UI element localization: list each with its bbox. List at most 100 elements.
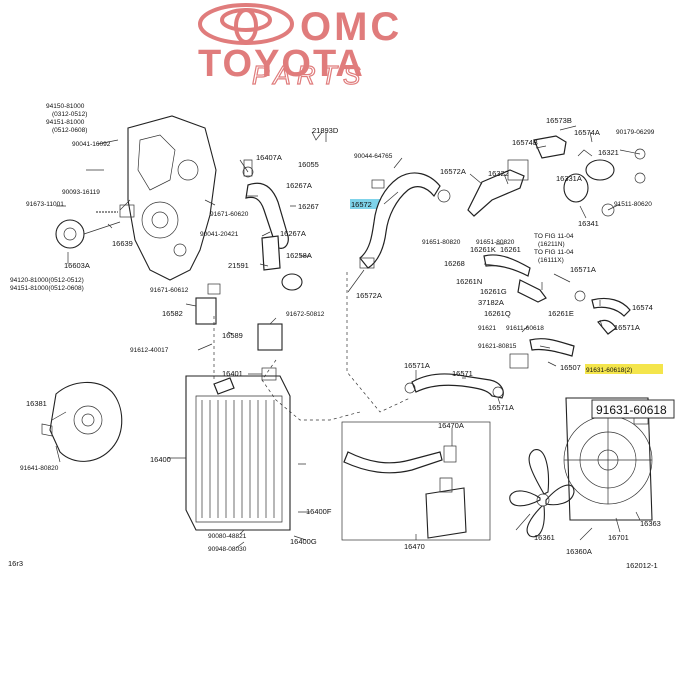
label-16507: 16507 <box>560 363 581 372</box>
label-90041b: 90041-20421 <box>200 231 239 238</box>
label-16360A: 16360A <box>566 547 592 556</box>
heater-hoses <box>483 254 631 369</box>
label-94120: 94120-81000(0512-0512) <box>10 277 84 284</box>
label-16381: 16381 <box>26 399 47 408</box>
bracket-16582 <box>195 297 217 325</box>
label-16267Ab: 16267A <box>280 229 306 238</box>
label-91672: 91672-50812 <box>286 311 325 318</box>
label-16261E: 16261E <box>548 309 574 318</box>
label-91651: 91651-80820 <box>422 239 461 246</box>
label-90041: 90041-16092 <box>72 141 111 148</box>
logo-subtitle: PARTS <box>252 60 366 90</box>
label-16574B: 16574B <box>512 138 538 147</box>
label-16322: 16322 <box>488 169 509 178</box>
label-90179: 90179-06299 <box>616 129 655 136</box>
label-16572A: 16572A <box>356 291 382 300</box>
label-16261Q: 16261Q <box>484 309 511 318</box>
label-16400: 16400 <box>150 455 171 464</box>
label-16268: 16268 <box>444 259 465 268</box>
label-94151a: (0512-0608) <box>52 127 87 134</box>
label-16572: 16572 <box>351 200 372 209</box>
timing-cover-drawing <box>119 115 217 281</box>
label-16261K: 16261K <box>470 245 496 254</box>
label-16571Ab: 16571A <box>614 323 640 332</box>
label-16055: 16055 <box>298 160 319 169</box>
label-16400G: 16400G <box>290 537 317 546</box>
label-16321: 16321 <box>598 148 619 157</box>
label-16363: 16363 <box>640 519 661 528</box>
bracket-mount <box>257 323 283 351</box>
label-16571Ad: 16571A <box>488 403 514 412</box>
label-90044: 90044-64765 <box>354 153 393 160</box>
label-91673: 91673-11001 <box>26 201 64 208</box>
label-91621b: 91621-80815 <box>478 343 517 350</box>
label-fig4: (16111X) <box>538 257 564 264</box>
pulley-drawing <box>55 204 135 249</box>
label-16267: 16267 <box>298 202 319 211</box>
label-91611: 91611-60618 <box>506 325 544 332</box>
label-16571Ac: 16571A <box>404 361 430 370</box>
highlight-cyan <box>350 199 380 209</box>
label-21591: 21591 <box>228 261 249 270</box>
label-16341: 16341 <box>578 219 599 228</box>
label-16573B: 16573B <box>546 116 572 125</box>
label-16582: 16582 <box>162 309 183 318</box>
clip <box>207 283 221 295</box>
toyota-emblem-icon <box>198 3 294 45</box>
label-16571A: 16571A <box>570 265 596 274</box>
label-16261G: 16261G <box>480 287 507 296</box>
label-94150a: (0312-0512) <box>52 111 87 118</box>
label-37182A: 37182A <box>478 298 504 307</box>
label-94151: 94151-81000 <box>46 119 85 126</box>
part-number-callout: 91631-60618 <box>591 399 675 419</box>
leader-lines <box>51 125 641 549</box>
fan-blades-drawing <box>509 449 575 538</box>
label-91511: 91511-80620 <box>614 201 652 208</box>
dashed-route-2 <box>261 359 361 421</box>
label-21893D: 21893D <box>312 126 339 135</box>
label-16261N: 16261N <box>456 277 482 286</box>
label-16603A: 16603A <box>64 261 90 270</box>
label-16574A: 16574A <box>574 128 600 137</box>
label-16470A: 16470A <box>438 421 464 430</box>
water-outlet-assembly <box>467 135 646 217</box>
label-90080: 90080-48821 <box>208 533 247 540</box>
label-16361: 16361 <box>534 533 555 542</box>
label-16407A: 16407A <box>256 153 282 162</box>
part-labels: 94150-81000 (0312-0512) 94151-81000 (051… <box>8 103 661 570</box>
label-91651b: 91651-80820 <box>476 239 515 246</box>
label-fig2: (16211N) <box>538 241 565 248</box>
label-94151b: 94151-81000(0512-0608) <box>10 285 84 292</box>
label-16572B: 16572A <box>440 167 466 176</box>
radiator-drawing <box>185 367 291 531</box>
label-16261: 16261 <box>500 245 521 254</box>
label-91671b: 91671-60612 <box>150 287 189 294</box>
label-90948: 90948-08030 <box>208 546 247 553</box>
radiator-hose-16572 <box>359 172 451 269</box>
label-16400F: 16400F <box>306 507 332 516</box>
logo: OMC TOYOTA PARTS <box>198 3 399 91</box>
label-94150: 94150-81000 <box>46 103 85 110</box>
label-16258A: 16258A <box>286 251 312 260</box>
logo-make: TOYOTA <box>198 43 365 85</box>
label-16267A: 16267A <box>286 181 312 190</box>
label-figure-code: 162012-1 <box>626 561 658 570</box>
lower-hose-16571 <box>404 373 504 399</box>
label-16574: 16574 <box>632 303 653 312</box>
label-fig3: TO FIG 11-04 <box>534 249 574 256</box>
label-16331A: 16331A <box>556 174 582 183</box>
label-91612: 91612-40017 <box>130 347 169 354</box>
label-91631: 91631-60618(2) <box>586 367 632 374</box>
label-90093: 90093-16119 <box>62 189 100 196</box>
label-16571: 16571 <box>452 369 473 378</box>
label-16470: 16470 <box>404 542 425 551</box>
label-16589: 16589 <box>222 331 243 340</box>
highlight-yellow <box>585 364 663 374</box>
label-91621: 91621 <box>478 325 496 332</box>
label-fig1: TO FIG 11-04 <box>534 233 574 240</box>
reservoir-drawing <box>341 421 491 541</box>
callout-label: 91631-60618 <box>596 403 667 417</box>
label-91671: 91671-60620 <box>210 211 249 218</box>
